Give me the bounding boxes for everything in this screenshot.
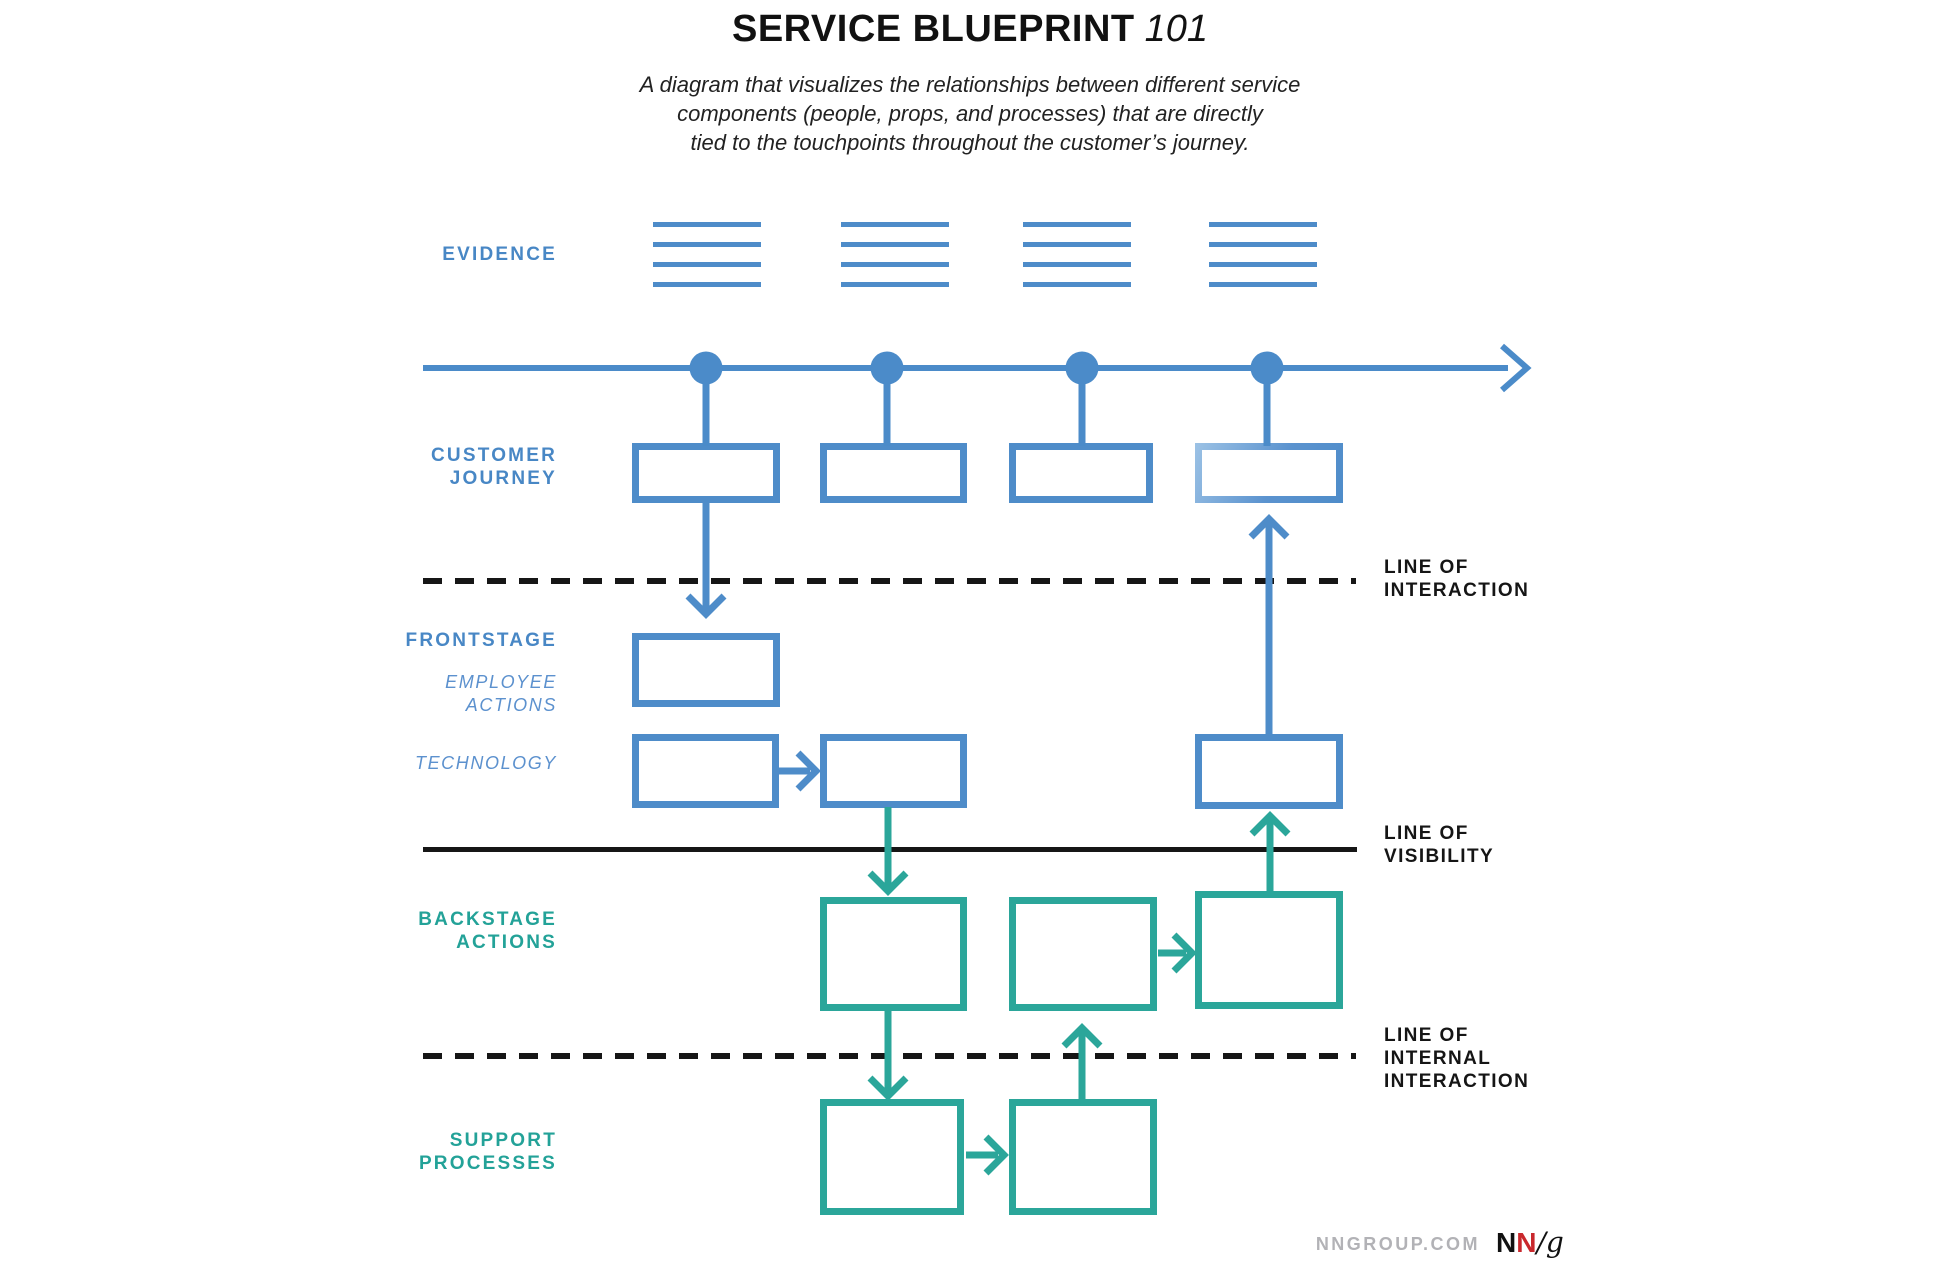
arrow-backstage3-to-techright — [1249, 811, 1291, 891]
arrow-journey1-to-frontstage — [685, 503, 727, 619]
label-support-processes: SUPPORT PROCESSES — [418, 1130, 557, 1174]
timeline-dots — [689, 351, 1284, 385]
customer-journey-box-3 — [1009, 443, 1153, 503]
arrow-techright-to-journey4 — [1248, 514, 1290, 737]
footer-site: NNGROUP.COM — [1315, 1234, 1480, 1254]
page-subtitle: A diagram that visualizes the relationsh… — [0, 70, 1940, 157]
evidence-lines-group-3 — [1023, 222, 1131, 288]
backstage-box-1 — [820, 897, 967, 1011]
technology-box-2 — [820, 734, 967, 808]
label-line-of-visibility: LINE OF VISIBILITY — [1384, 823, 1495, 867]
timeline-stems — [702, 368, 1271, 446]
label-customer-journey: CUSTOMER JOURNEY — [431, 445, 557, 489]
subtitle-line: tied to the touchpoints throughout the c… — [690, 130, 1250, 155]
customer-journey-box-1 — [632, 443, 780, 503]
technology-box-1 — [632, 734, 779, 808]
support-box-1 — [820, 1099, 964, 1215]
label-employee-actions: EMPLOYEE ACTIONS — [445, 672, 557, 715]
backstage-box-3 — [1195, 891, 1343, 1009]
timeline-dot-3 — [1065, 351, 1099, 385]
nng-logo-n1: N — [1496, 1227, 1517, 1258]
label-evidence: EVIDENCE — [442, 244, 557, 265]
arrow-support2-up — [1061, 1023, 1103, 1099]
label-line-of-interaction: LINE OF INTERACTION — [1384, 557, 1530, 601]
nng-logo-n2: N — [1516, 1227, 1537, 1258]
label-backstage-actions: BACKSTAGE ACTIONS — [418, 909, 557, 953]
label-technology: TECHNOLOGY — [414, 753, 557, 773]
frontstage-employee-box — [632, 633, 780, 707]
line-of-visibility — [423, 847, 1357, 852]
evidence-lines-group-2 — [841, 222, 949, 288]
technology-box-right — [1195, 734, 1343, 809]
customer-journey-box-4 — [1195, 443, 1343, 503]
evidence-lines-group-4 — [1209, 222, 1317, 288]
page-title-suffix: 101 — [1144, 8, 1209, 50]
timeline-arrow — [423, 343, 1532, 393]
page-title-main: SERVICE BLUEPRINT — [731, 8, 1135, 50]
arrow-tech1-to-tech2 — [779, 750, 821, 792]
timeline-dot-2 — [870, 351, 904, 385]
timeline-dot-4 — [1250, 351, 1284, 385]
timeline-dot-1 — [689, 351, 723, 385]
evidence-lines-group-1 — [653, 222, 761, 288]
subtitle-line: components (people, props, and processes… — [677, 101, 1263, 126]
customer-journey-box-2 — [820, 443, 967, 503]
subtitle-line: A diagram that visualizes the relationsh… — [639, 72, 1301, 97]
arrow-backstage2-to-backstage3 — [1158, 932, 1197, 974]
support-box-2 — [1009, 1099, 1157, 1215]
nng-logo: NN/g — [1496, 1226, 1564, 1259]
nng-logo-slash-g: /g — [1536, 1226, 1564, 1259]
label-line-of-internal-interaction: LINE OF INTERNAL INTERACTION — [1384, 1025, 1530, 1092]
line-of-internal-interaction — [423, 1053, 1356, 1059]
line-of-interaction — [423, 578, 1356, 584]
arrow-support1-to-support2 — [966, 1134, 1009, 1176]
backstage-box-2 — [1009, 897, 1157, 1011]
label-frontstage: FRONTSTAGE — [405, 630, 557, 651]
